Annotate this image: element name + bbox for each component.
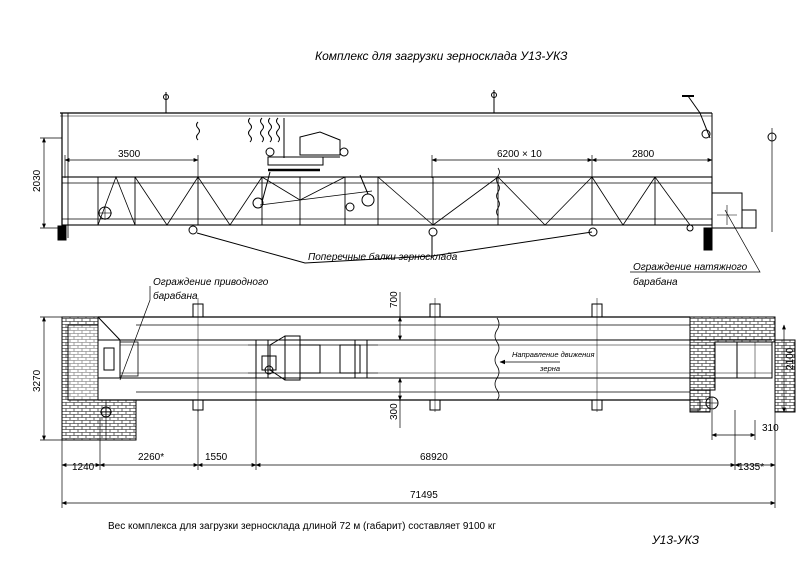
dim-span-mid: 6200 × 10 bbox=[497, 149, 542, 160]
drawing-title: Комплекс для загрузки зерносклада У13-УК… bbox=[315, 49, 568, 63]
label-drive-guard-line2: барабана bbox=[153, 290, 198, 302]
footnote: Вес комплекса для загрузки зерносклада д… bbox=[108, 520, 496, 532]
label-transverse-beams: Поперечные балки зерносклада bbox=[308, 251, 458, 263]
dim-span-right: 2800 bbox=[632, 149, 655, 160]
dim-71495: 71495 bbox=[410, 490, 438, 501]
label-drive-guard-line1: Ограждение приводного bbox=[153, 277, 269, 288]
dim-68920: 68920 bbox=[420, 452, 448, 463]
label-direction-line2: зерна bbox=[539, 364, 560, 373]
plan-view-dimensions bbox=[40, 292, 786, 508]
dim-2260: 2260* bbox=[138, 452, 164, 463]
dim-310: 310 bbox=[762, 423, 779, 434]
dim-700: 700 bbox=[389, 291, 400, 308]
drawing-code: У13-УКЗ bbox=[651, 533, 700, 547]
plan-view bbox=[61, 286, 796, 441]
dim-1335: 1335* bbox=[738, 462, 764, 473]
label-direction-line1: Направление движения bbox=[512, 350, 594, 359]
side-view-dimensions bbox=[40, 128, 713, 229]
dim-2100: 2100 bbox=[785, 347, 796, 370]
dim-height: 2030 bbox=[32, 169, 43, 192]
dim-span-left: 3500 bbox=[118, 149, 141, 160]
label-tension-guard-line1: Ограждение натяжного bbox=[633, 262, 748, 273]
dim-1240: 1240 bbox=[72, 462, 95, 473]
dim-3270: 3270 bbox=[32, 369, 43, 392]
dim-1550: 1550 bbox=[205, 452, 228, 463]
dim-300: 300 bbox=[389, 403, 400, 420]
side-view bbox=[57, 90, 777, 273]
label-tension-guard-line2: барабана bbox=[633, 276, 678, 288]
